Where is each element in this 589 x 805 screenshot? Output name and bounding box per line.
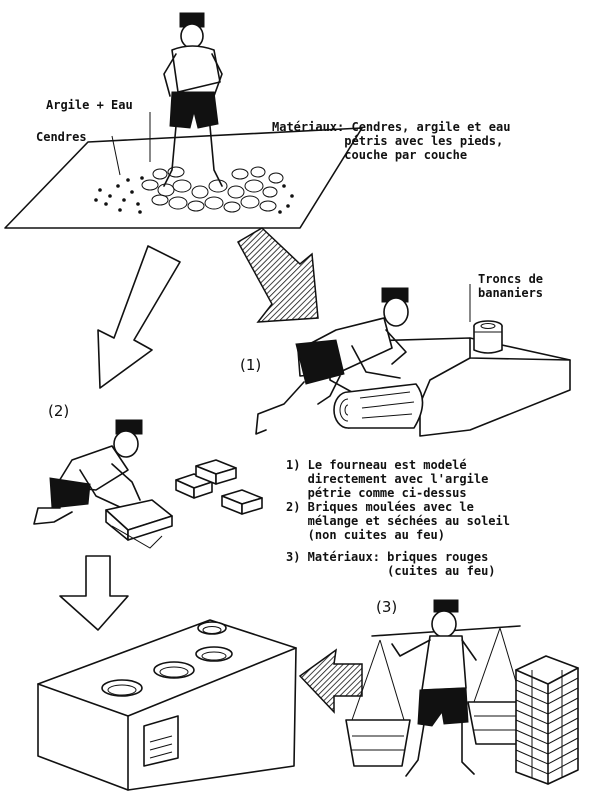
brick-stack-icon <box>515 655 579 785</box>
note-item-1: 1) Le fourneau est modelé directement av… <box>286 458 489 500</box>
stove-icon <box>37 619 297 791</box>
clay-mat <box>4 112 363 229</box>
scene-2-number: (2) <box>48 402 70 420</box>
worker-top-figure <box>163 12 223 187</box>
label-banana-trunks: Troncs de bananiers <box>478 272 544 300</box>
note-item-3: 3) Matériaux: briques rouges (cuites au … <box>286 550 496 578</box>
arrow-outline-icon <box>97 245 181 389</box>
banana-trunk-icon <box>473 320 503 354</box>
materials-text: Matériaux: Cendres, argile et eau pétris… <box>272 120 511 162</box>
arrow-hatched-icon <box>236 227 319 323</box>
scene-1-number: (1) <box>240 356 262 374</box>
bricks-icon <box>175 459 263 515</box>
scene-3-number: (3) <box>376 598 398 616</box>
label-ashes: Cendres <box>36 130 87 144</box>
scene-2-brick-moulding <box>33 419 263 549</box>
scene-3-carrying-bricks <box>345 599 579 785</box>
arrow-outline-down-icon <box>59 555 129 631</box>
scene-1-stove-modelling <box>255 284 571 437</box>
note-item-2: 2) Briques moulées avec le mélange et sé… <box>286 500 510 542</box>
arrow-hatched-left-icon <box>298 648 363 714</box>
label-clay-water: Argile + Eau <box>46 98 133 112</box>
